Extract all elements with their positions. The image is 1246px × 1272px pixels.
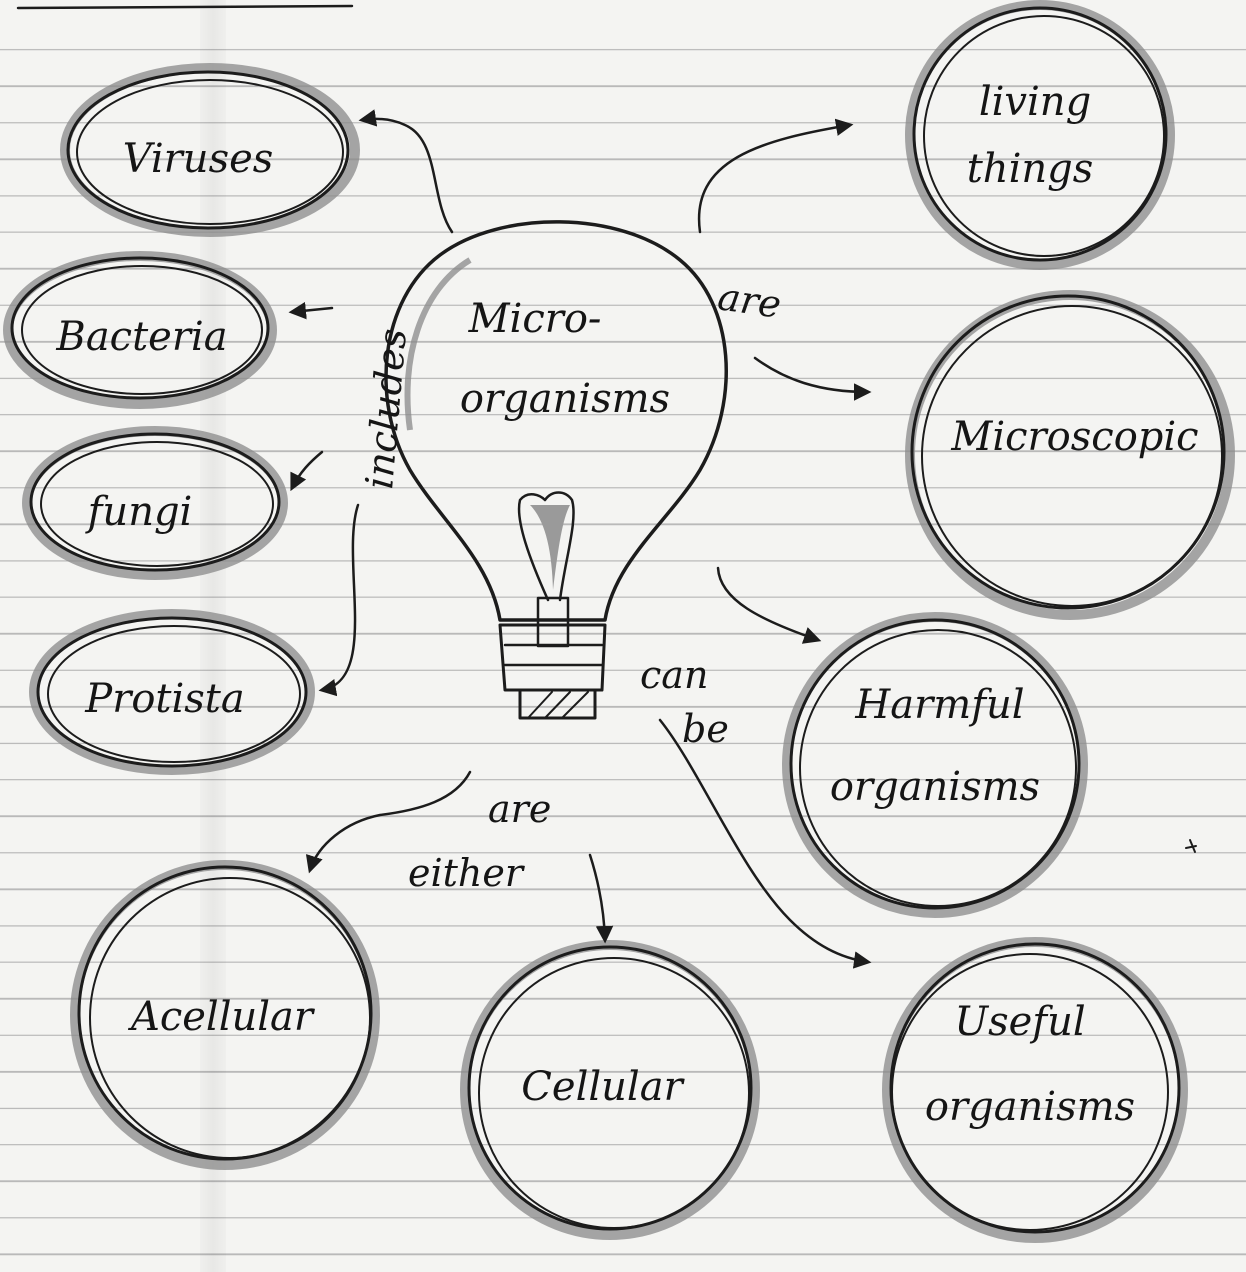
arrow-to-living-things <box>697 118 854 234</box>
node-microscopic-label: Microscopic <box>950 414 1198 460</box>
node-acellular: Acellular <box>70 860 380 1170</box>
are-label: are <box>715 274 784 326</box>
arrow-to-protista <box>318 503 360 697</box>
node-harmful-line2: organisms <box>830 764 1040 810</box>
arrow-to-acellular <box>305 770 472 874</box>
node-protista-label: Protista <box>84 676 244 722</box>
node-fungi-label: fungi <box>85 489 193 535</box>
node-bacteria-label: Bacteria <box>55 314 227 360</box>
node-microscopic: Microscopic <box>905 290 1235 620</box>
central-label-line1: Micro- <box>468 296 602 342</box>
arrow-to-viruses <box>358 109 454 234</box>
central-label-line2: organisms <box>460 376 670 422</box>
node-useful-organisms: Useful organisms <box>882 937 1188 1243</box>
node-acellular-label: Acellular <box>127 994 316 1040</box>
node-useful-line2: organisms <box>925 1084 1135 1130</box>
arrow-to-cellular <box>588 853 614 944</box>
node-bacteria: Bacteria <box>3 251 277 409</box>
lightbulb-icon <box>384 220 728 720</box>
pencil-mark <box>1185 839 1197 853</box>
arrow-to-harmful <box>716 566 822 644</box>
can-be-label-line2: be <box>682 707 729 751</box>
margin-strip <box>200 0 226 1272</box>
arrow-to-fungi <box>290 450 324 492</box>
node-protista: Protista <box>29 609 315 775</box>
arrow-to-useful <box>658 718 872 969</box>
node-harmful-organisms: Harmful organisms <box>782 612 1088 918</box>
node-living-things-line2: things <box>967 146 1094 192</box>
node-fungi: fungi <box>22 426 288 580</box>
header-underline <box>16 4 354 10</box>
node-viruses-label: Viruses <box>123 136 274 182</box>
arrow-to-microscopic <box>753 356 872 401</box>
node-harmful-line1: Harmful <box>854 682 1024 728</box>
node-living-things-line1: living <box>979 79 1091 125</box>
node-useful-line1: Useful <box>954 999 1085 1045</box>
node-viruses: Viruses <box>60 63 360 237</box>
node-cellular: Cellular <box>460 940 760 1240</box>
are-either-label-line2: either <box>408 851 526 895</box>
node-cellular-label: Cellular <box>521 1064 685 1110</box>
node-living-things: living things <box>905 0 1175 270</box>
can-be-label-line1: can <box>640 653 708 697</box>
are-either-label-line1: are <box>488 787 551 831</box>
arrow-to-bacteria <box>288 301 334 320</box>
